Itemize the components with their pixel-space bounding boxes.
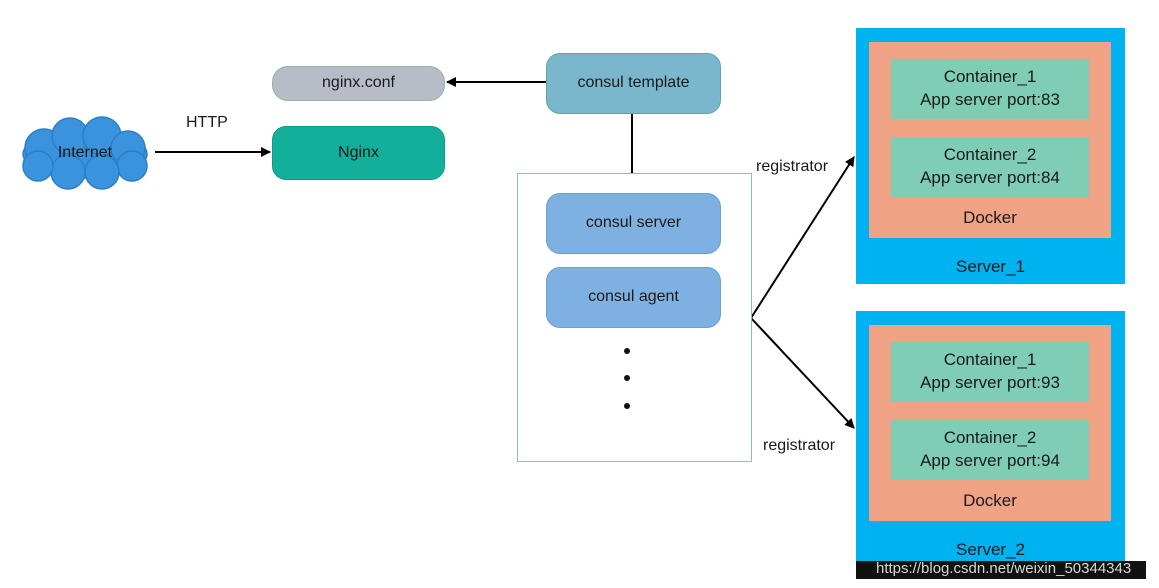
http-label: HTTP [186, 114, 228, 131]
watermark-text: https://blog.csdn.net/weixin_50344343 [876, 560, 1132, 577]
container: Container_1 App server port:83 [891, 59, 1089, 119]
docker-label: Docker [963, 207, 1017, 227]
server-label: Server_2 [956, 539, 1025, 559]
docker-label: Docker [963, 490, 1017, 510]
nginx-conf-node: nginx.conf [272, 66, 445, 101]
server-label: Server_1 [956, 256, 1025, 276]
internet-label: Internet [57, 143, 113, 161]
container-name: Container_2 [943, 428, 1037, 448]
internet-cloud-icon [22, 116, 148, 190]
container: Container_2 App server port:94 [891, 420, 1089, 480]
watermark-bar [856, 561, 1146, 579]
registrator-label: registrator [763, 437, 836, 454]
consul-server-node: consul server [546, 193, 721, 254]
arrow-registrator-server2 [750, 317, 855, 429]
nginx-node: Nginx [272, 126, 445, 180]
ellipsis-dot [624, 375, 630, 381]
container: Container_2 App server port:84 [891, 137, 1089, 197]
container-name: Container_2 [943, 145, 1037, 165]
consul-template-node: consul template [546, 53, 721, 114]
container-name: Container_1 [943, 67, 1037, 87]
container-name: Container_1 [943, 350, 1037, 370]
ellipsis-dot [624, 403, 630, 409]
container-port: App server port:93 [920, 373, 1060, 392]
container-port: App server port:83 [920, 90, 1060, 109]
container-port: App server port:94 [920, 451, 1060, 470]
container: Container_1 App server port:93 [891, 342, 1089, 402]
consul-agent-node: consul agent [546, 267, 721, 328]
registrator-label: registrator [756, 158, 829, 175]
ellipsis-dot [624, 348, 630, 354]
container-port: App server port:84 [920, 168, 1060, 187]
arrow-registrator-server1 [750, 156, 855, 319]
